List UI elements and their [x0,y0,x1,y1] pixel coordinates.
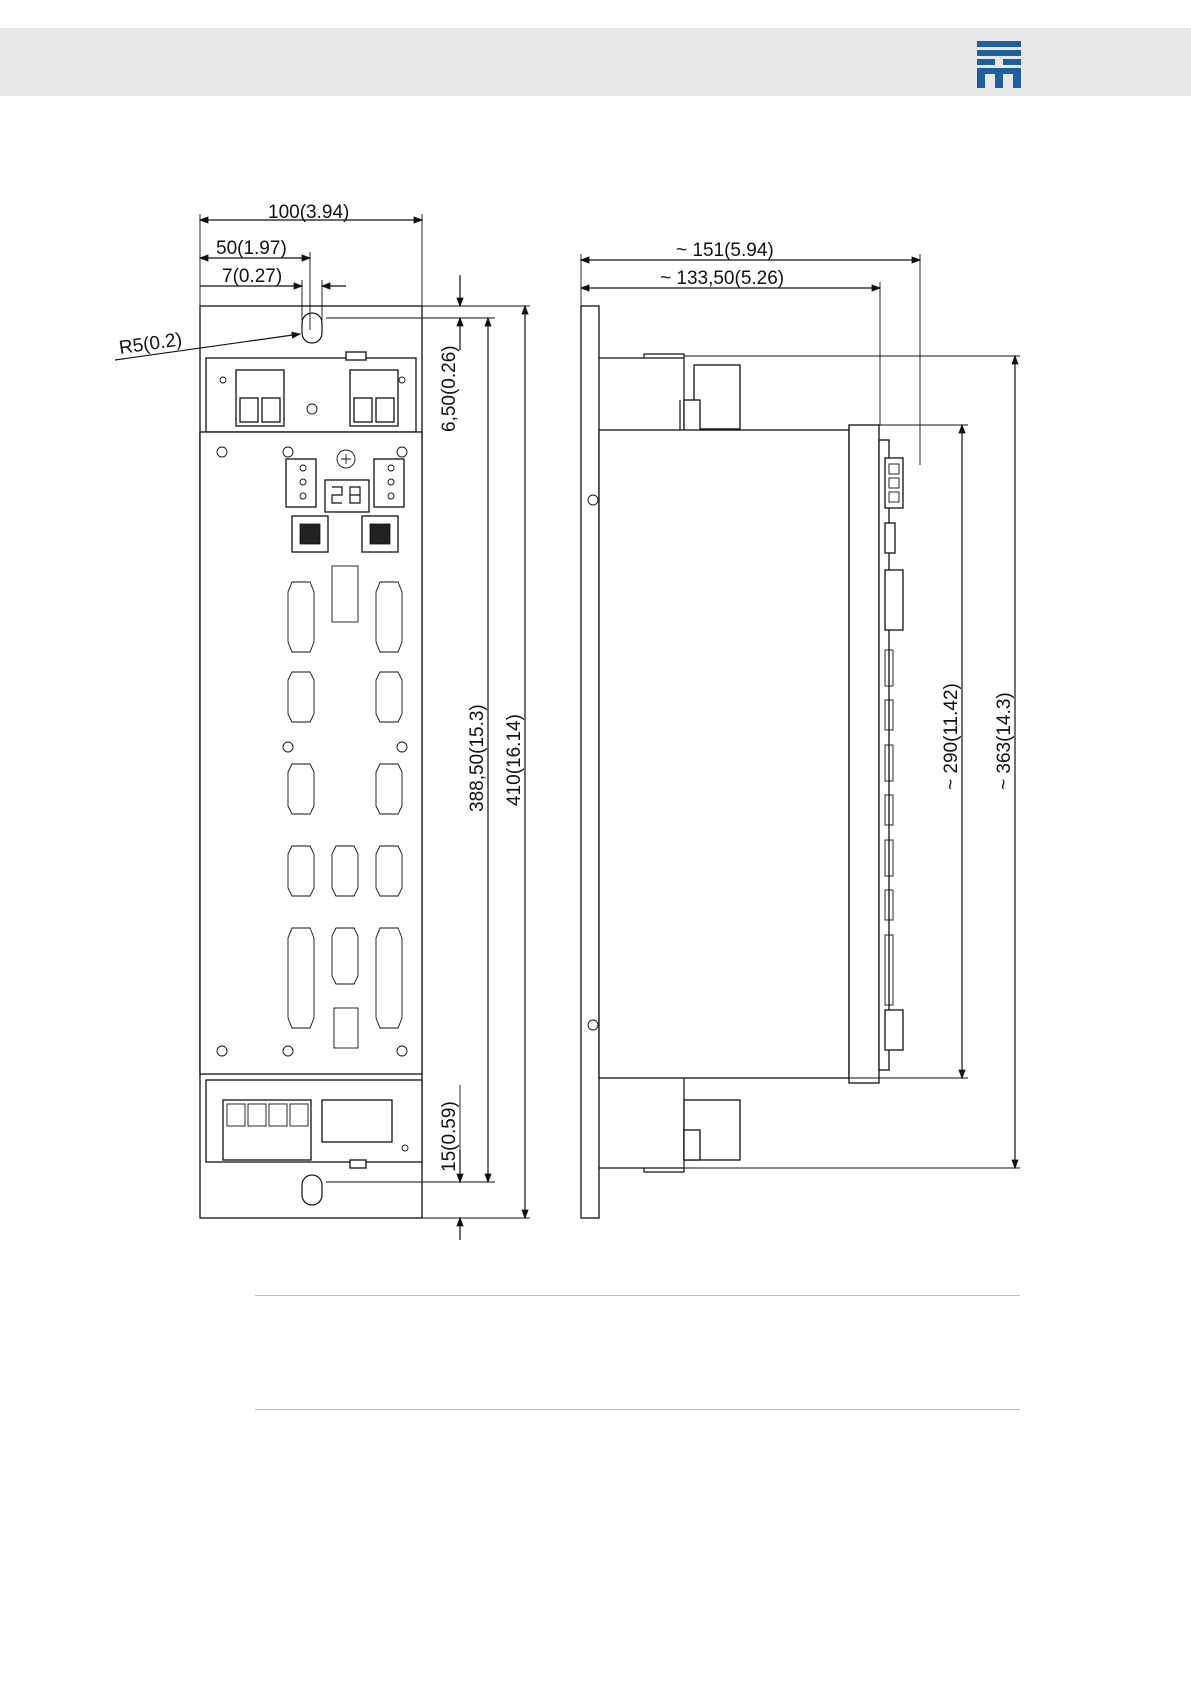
dim-height-total-side: ~ 363(14.3) [994,692,1015,790]
dim-depth-housing: ~ 133,50(5.26) [660,268,784,289]
front-view: 100(3.94) 50(1.97) 7(0.27) R5(0.2) 6,50(… [115,202,530,1240]
side-view: ~ 151(5.94) ~ 133,50(5.26) ~ 363(14.3) ~… [581,240,1020,1218]
dim-top-offset: 6,50(0.26) [439,345,460,432]
dim-height-housing: ~ 290(11.42) [941,683,962,790]
dim-hole-spacing: 388,50(15.3) [467,704,488,812]
footer-rule-top [255,1295,1020,1296]
dim-slot: 7(0.27) [222,266,282,287]
dim-height-total: 410(16.14) [504,714,525,806]
dim-width-total: 100(3.94) [268,202,349,223]
dim-radius: R5(0.2) [118,329,184,359]
dim-bottom-offset: 15(0.59) [439,1101,460,1172]
dim-depth-total: ~ 151(5.94) [676,240,774,261]
footer-rule-bottom [255,1409,1020,1410]
dim-width-half: 50(1.97) [216,238,287,259]
